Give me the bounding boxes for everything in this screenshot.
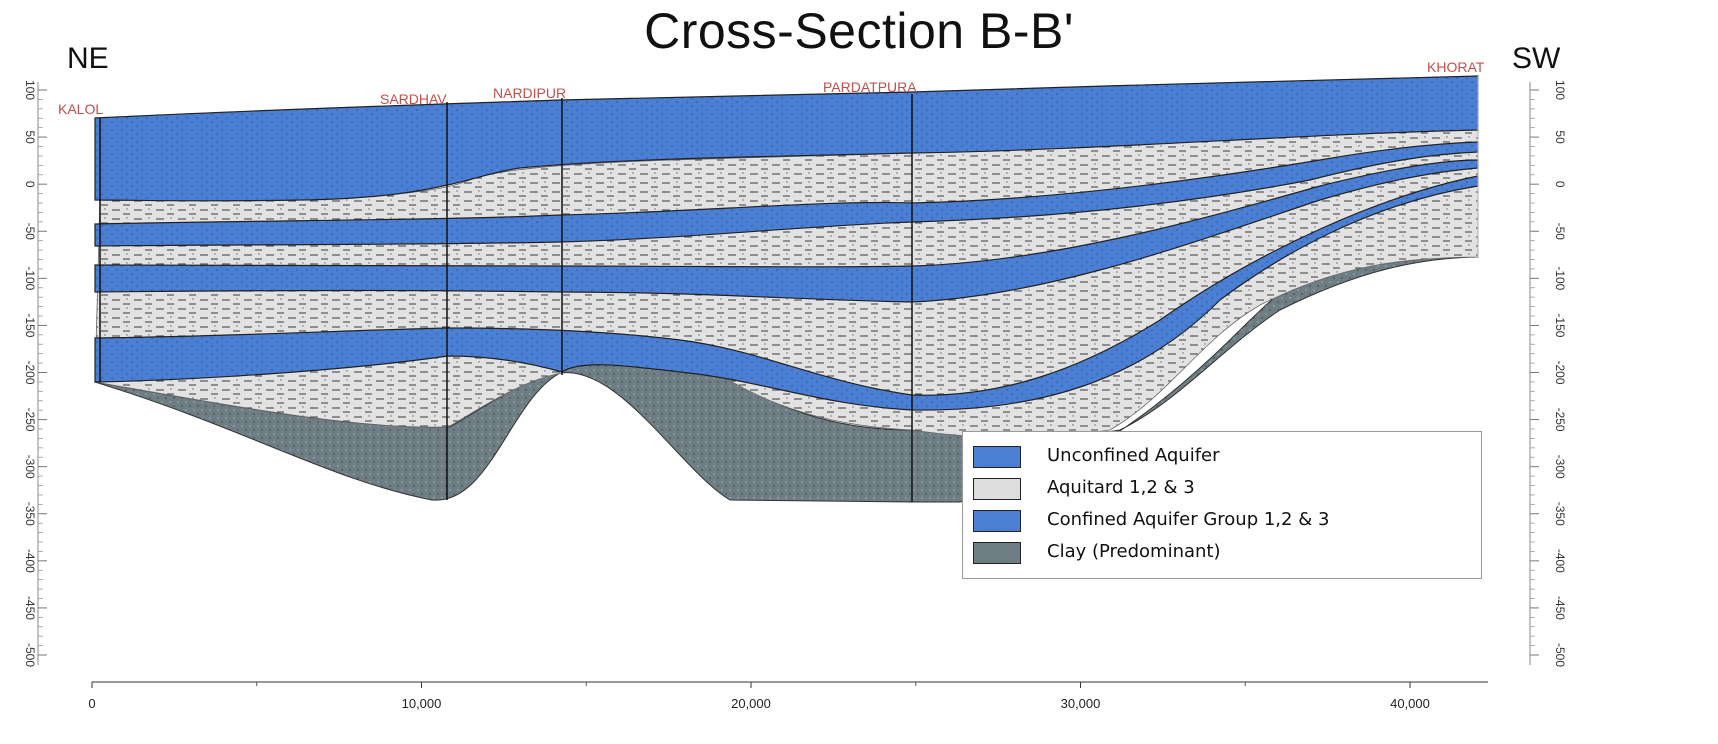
y-right-tick-label-7: -250 <box>1553 408 1567 432</box>
x-tick-label-1: 10,000 <box>402 696 442 711</box>
y-left-tick-label-12: -500 <box>23 643 37 667</box>
direction-label-sw: SW <box>1512 42 1561 75</box>
legend-label-confined-aquifer: Confined Aquifer Group 1,2 & 3 <box>1047 509 1330 530</box>
y-right-tick-label-2: 0 <box>1553 181 1567 188</box>
legend-item-aquitard: Aquitard 1,2 & 3 <box>973 476 1473 502</box>
x-tick-label-2: 20,000 <box>731 696 771 711</box>
legend-swatch-clay <box>973 542 1021 564</box>
legend-swatch-unconfined-aquifer <box>973 446 1021 468</box>
legend-swatch-confined-aquifer <box>973 510 1021 532</box>
well-label-pardatpura: PARDATPURA <box>823 79 917 95</box>
y-right-tick-label-1: 50 <box>1553 130 1567 144</box>
x-axis: 0 10,000 20,000 30,000 40,000 <box>88 681 1488 711</box>
unconfined-aquifer-layer <box>94 75 1479 202</box>
x-tick-label-4: 40,000 <box>1390 696 1430 711</box>
legend-label-clay: Clay (Predominant) <box>1047 541 1221 562</box>
well-label-sardhav: SARDHAV <box>380 91 447 107</box>
y-right-tick-label-10: -400 <box>1553 549 1567 573</box>
legend-label-unconfined-aquifer: Unconfined Aquifer <box>1047 445 1220 466</box>
y-left-tick-label-10: -400 <box>23 549 37 573</box>
y-left-tick-label-9: -350 <box>23 502 37 526</box>
y-left-tick-label-1: 50 <box>23 130 37 144</box>
legend-label-aquitard: Aquitard 1,2 & 3 <box>1047 477 1195 498</box>
y-left-tick-label-8: -300 <box>23 455 37 479</box>
y-right-tick-label-4: -100 <box>1553 266 1567 290</box>
x-tick-label-0: 0 <box>88 696 95 711</box>
y-right-tick-label-11: -450 <box>1553 596 1567 620</box>
y-right-tick-label-8: -300 <box>1553 455 1567 479</box>
y-right-tick-label-12: -500 <box>1553 643 1567 667</box>
y-left-tick-label-6: -200 <box>23 360 37 384</box>
y-left-tick-label-0: 100 <box>23 80 37 100</box>
x-tick-label-3: 30,000 <box>1061 696 1101 711</box>
well-label-khorat: KHORAT <box>1427 59 1485 75</box>
legend: Unconfined Aquifer Aquitard 1,2 & 3 Conf… <box>962 431 1482 579</box>
y-left-tick-label-11: -450 <box>23 596 37 620</box>
y-left-tick-label-7: -250 <box>23 408 37 432</box>
y-axis-left: 100 50 0 -50 -100 -150 -200 -250 -300 -350 -400 -45… <box>23 80 47 667</box>
well-label-nardipur: NARDIPUR <box>493 85 566 101</box>
y-left-tick-label-3: -50 <box>23 223 37 241</box>
y-left-tick-label-2: 0 <box>23 181 37 188</box>
cross-section-title: Cross-Section B-B' <box>644 3 1074 59</box>
legend-item-clay: Clay (Predominant) <box>973 540 1473 566</box>
legend-swatch-aquitard <box>973 478 1021 500</box>
y-left-tick-label-5: -150 <box>23 313 37 337</box>
legend-item-confined-aquifer: Confined Aquifer Group 1,2 & 3 <box>973 508 1473 534</box>
y-right-tick-label-3: -50 <box>1553 223 1567 241</box>
direction-label-ne: NE <box>67 42 109 75</box>
y-right-tick-label-9: -350 <box>1553 502 1567 526</box>
y-axis-right: 100 50 0 -50 -100 -150 -200 -250 -300 -350 -400 -45… <box>1529 80 1567 667</box>
y-left-tick-label-4: -100 <box>23 266 37 290</box>
y-right-tick-label-5: -150 <box>1553 313 1567 337</box>
legend-item-unconfined-aquifer: Unconfined Aquifer <box>973 444 1473 470</box>
well-label-kalol: KALOL <box>58 101 103 117</box>
y-right-tick-label-0: 100 <box>1553 80 1567 100</box>
y-right-tick-label-6: -200 <box>1553 360 1567 384</box>
